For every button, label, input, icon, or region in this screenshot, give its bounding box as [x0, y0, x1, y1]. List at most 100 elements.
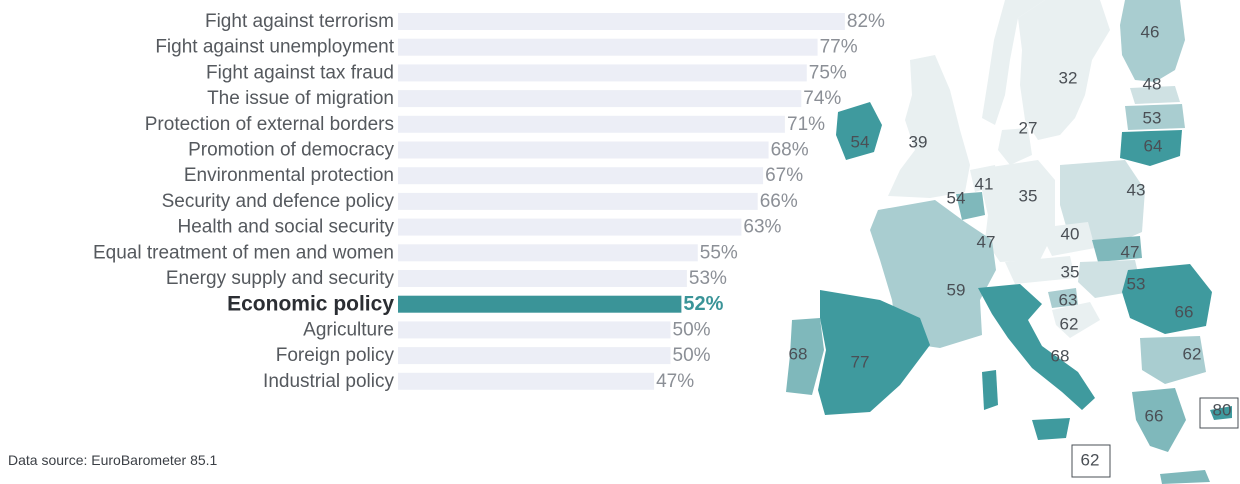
value-label: 52%	[683, 293, 723, 315]
map-value-label: 27	[1019, 119, 1038, 138]
map-region-greece	[1132, 388, 1186, 452]
map-region-sicily	[1032, 418, 1070, 440]
category-label: Economic policy	[227, 293, 394, 316]
bar	[398, 372, 655, 390]
value-label: 74%	[803, 88, 841, 109]
value-label: 53%	[689, 268, 727, 289]
value-label: 63%	[743, 217, 781, 238]
value-label: 67%	[765, 165, 803, 186]
map-region-crete	[1160, 470, 1210, 484]
map-value-label: 54	[851, 133, 870, 152]
bar	[398, 218, 742, 236]
map-value-label: 53	[1127, 275, 1146, 294]
map-region-sardinia	[982, 370, 998, 410]
bar	[398, 347, 671, 365]
map-region-cyprus	[1210, 406, 1232, 420]
map-region-lithuania	[1120, 130, 1182, 166]
map-region-italy	[978, 284, 1095, 410]
bar	[398, 90, 802, 108]
map-value-label: 41	[975, 175, 994, 194]
category-label: Environmental protection	[184, 165, 394, 186]
map-region-croatia	[1052, 302, 1100, 338]
map-region-ireland	[836, 102, 882, 160]
europe-map: 46 48 32 53 27 54 39 64 41 35 43 54 47 40 47 35 53 59 63 66…	[786, 0, 1239, 484]
bar-chart: Fight against terrorism 82% Fight against …	[93, 11, 885, 392]
map-value-label: 53	[1143, 109, 1162, 128]
category-label: Fight against tax fraud	[206, 62, 394, 83]
bar	[398, 64, 807, 82]
source-note: Data source: EuroBarometer 85.1	[8, 452, 218, 468]
map-value-label: 80	[1213, 401, 1232, 420]
map-region-sweden	[1018, 0, 1110, 140]
category-label: Security and defence policy	[162, 191, 395, 212]
map-region-spain	[818, 290, 930, 415]
map-region-belgium	[956, 192, 985, 220]
category-label: Protection of external borders	[145, 114, 394, 135]
map-value-label: 62	[1183, 345, 1202, 364]
bar	[398, 321, 671, 339]
map-value-label: 43	[1127, 181, 1146, 200]
map-value-label: 47	[977, 233, 996, 252]
value-label: 50%	[673, 345, 711, 366]
map-region-finland	[1120, 0, 1185, 82]
map-region-norway	[982, 0, 1045, 125]
map-value-label: 32	[1059, 69, 1078, 88]
value-label: 66%	[760, 191, 798, 212]
map-region-portugal	[786, 318, 824, 395]
category-label: Equal treatment of men and women	[93, 242, 394, 263]
map-value-label: 64	[1144, 137, 1163, 156]
map-value-label: 48	[1143, 75, 1162, 94]
bar	[398, 167, 764, 185]
map-value-label: 77	[851, 353, 870, 372]
category-label: Health and social security	[178, 217, 395, 238]
map-value-label: 35	[1061, 263, 1080, 282]
map-region-slovenia	[1048, 288, 1078, 308]
map-region-uk	[888, 55, 970, 198]
value-label: 68%	[771, 140, 809, 161]
value-label: 47%	[656, 371, 694, 392]
map-box-malta	[1071, 444, 1111, 478]
value-label: 55%	[700, 242, 738, 263]
map-region-bulgaria	[1140, 336, 1206, 384]
map-value-label: 63	[1059, 291, 1078, 310]
bar	[398, 38, 818, 56]
map-value-label: 40	[1061, 225, 1080, 244]
map-value-label: 47	[1121, 243, 1140, 262]
category-label: Energy supply and security	[166, 268, 395, 289]
category-label: Agriculture	[303, 319, 394, 340]
bar	[398, 141, 769, 159]
map-value-label: 54	[947, 189, 966, 208]
category-label: Fight against terrorism	[205, 11, 394, 32]
map-value-label: 66	[1175, 303, 1194, 322]
map-region-germany	[982, 160, 1055, 262]
map-region-romania	[1122, 264, 1212, 334]
map-value-label: 62	[1060, 315, 1079, 334]
category-label: Fight against unemployment	[155, 37, 394, 58]
bar	[398, 13, 845, 30]
map-value-label: 66	[1145, 407, 1164, 426]
category-label: Promotion of democracy	[188, 140, 394, 161]
category-label: Industrial policy	[263, 371, 394, 392]
bar	[398, 192, 758, 210]
value-label: 50%	[673, 319, 711, 340]
map-region-slovakia	[1092, 236, 1142, 262]
value-label: 82%	[847, 11, 885, 32]
bar	[398, 244, 698, 262]
map-region-denmark	[998, 128, 1032, 165]
map-region-latvia	[1125, 104, 1185, 130]
value-label: 75%	[809, 62, 847, 83]
map-value-label: 35	[1019, 187, 1038, 206]
map-region-austria	[1005, 256, 1075, 284]
map-value-label: 46	[1141, 23, 1160, 42]
map-value-label: 62	[1081, 451, 1100, 470]
value-label: 71%	[787, 114, 825, 135]
bar	[398, 115, 785, 133]
map-value-label: 59	[947, 281, 966, 300]
map-value-label: 68	[1051, 347, 1070, 366]
category-label: Foreign policy	[276, 345, 395, 366]
map-value-label: 39	[909, 133, 928, 152]
category-label: The issue of migration	[207, 88, 394, 109]
map-region-estonia	[1130, 86, 1180, 104]
map-value-label: 68	[789, 345, 808, 364]
value-label: 77%	[820, 37, 858, 58]
